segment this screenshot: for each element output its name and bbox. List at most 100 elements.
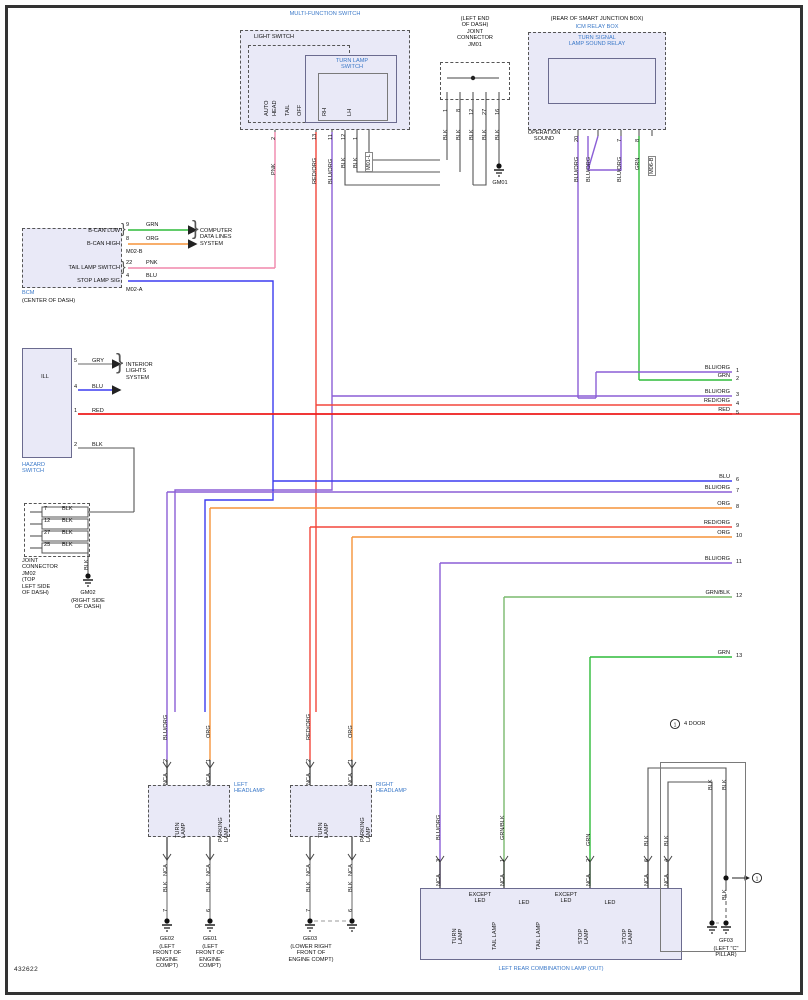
smart-junction-box-title: (REAR OF SMART JUNCTION BOX) <box>550 16 644 22</box>
mfs-pin-11-num: 11 <box>328 134 334 140</box>
left-parking-nca-bottom: NCA <box>206 864 212 876</box>
ground-ge02 <box>162 918 172 932</box>
hazard-wire-blk: BLK <box>92 442 103 448</box>
left-rear-combination-lamp-box <box>420 888 682 960</box>
right-parking-nca-bottom: NCA <box>348 864 354 876</box>
jm01-pin-27-color: BLK <box>482 129 488 140</box>
left-turn-pin-num: 2 <box>163 758 169 762</box>
edge-num-6: 6 <box>736 477 740 483</box>
multi-function-switch-title: MULTI-FUNCTION SWITCH <box>289 11 361 17</box>
edge-num-12: 12 <box>736 593 743 599</box>
turn-signal-relay-box <box>548 58 656 104</box>
hazard-pin-2-num: 2 <box>74 442 78 448</box>
jm01-pin-1-color: BLK <box>443 129 449 140</box>
bcm-wire-org: ORG <box>146 236 159 242</box>
bcm-pin-tail-label: TAIL LAMP SWITCH <box>68 265 121 271</box>
icm-pin-7-num: 7 <box>617 138 623 142</box>
edge-num-9: 9 <box>736 523 740 529</box>
bcm-pin-stop-label: STOP LAMP SIG <box>77 278 120 284</box>
edge-num-2: 2 <box>736 376 740 382</box>
rear-tail-lamp-label-2: TAIL LAMP <box>536 922 542 950</box>
bcm-pin-22-num: 22 <box>126 260 133 266</box>
left-parking-gnd-color: BLK <box>206 881 212 892</box>
bcm-pin-9-num: 9 <box>126 222 130 228</box>
gf03-dash-wire-color: BLK <box>722 889 728 900</box>
ground-ge01 <box>205 918 215 932</box>
left-rear-combination-lamp-title: LEFT REAR COMBINATION LAMP (OUT) <box>498 966 604 972</box>
mfs-pin-1-num: 1 <box>353 136 359 140</box>
bcm-label: BCM <box>22 290 35 296</box>
bcm-connector-m02b: M02-B <box>126 249 143 255</box>
left-turn-nca-top: NCA <box>163 773 169 785</box>
right-turn-wire-color: RED/ORG <box>306 713 312 740</box>
gf03-wire-color: BLK <box>722 779 728 790</box>
icm-connector-m06b: M06-B <box>648 155 657 176</box>
ground-gm01-label: GM01 <box>492 180 508 186</box>
hazard-pin-4-num: 4 <box>74 384 78 390</box>
rear-pin-3-nca: NCA <box>436 874 442 886</box>
mfs-pin-1-color: BLK <box>353 157 359 168</box>
ground-ge03-label: GE03 <box>302 936 318 942</box>
mfs-pin-13-num: 13 <box>312 133 318 140</box>
rear-pin-1-nca: NCA <box>500 874 506 886</box>
jm02-wire-12: BLK <box>62 518 73 524</box>
edge-color-3: BLU/ORG <box>704 389 730 395</box>
jm01-pin-8-num: 8 <box>456 108 462 112</box>
ground-gm02 <box>83 573 93 587</box>
right-turn-gnd-color: BLK <box>306 881 312 892</box>
jm01-pin-12-num: 12 <box>469 108 475 115</box>
mfs-pin-11-color: BLU/ORG <box>328 158 334 184</box>
jm02-wire-27: BLK <box>62 530 73 536</box>
bcm-wire-grn: GRN <box>146 222 159 228</box>
rear-pin-2-nca: NCA <box>586 874 592 886</box>
rear-tail-led-note: LED <box>518 900 530 906</box>
right-parking-nca-top: NCA <box>348 773 354 785</box>
right-parking-wire-color: ORG <box>348 725 354 738</box>
edge-num-13: 13 <box>736 653 743 659</box>
icm-relay-box <box>528 32 666 130</box>
bcm-pin-bcan-high-label: B-CAN HIGH <box>87 241 120 247</box>
light-switch-pos-off: OFF <box>297 104 303 116</box>
turn-lamp-switch-inner <box>318 73 388 121</box>
hazard-ill-label: ILL <box>41 374 49 380</box>
edge-color-11: BLU/ORG <box>704 556 730 562</box>
edge-color-9: RED/ORG <box>703 520 730 526</box>
rear-pin-3-num: 3 <box>436 858 442 862</box>
edge-color-1: BLU/ORG <box>704 365 730 371</box>
edge-color-4: RED/ORG <box>703 398 730 404</box>
ground-gm01 <box>494 163 504 177</box>
edge-num-1: 1 <box>736 368 740 374</box>
edge-color-12: GRN/BLK <box>705 590 730 596</box>
mfs-pin-12-num: 12 <box>341 133 347 140</box>
jm01-pin-12-color: BLK <box>469 129 475 140</box>
c-pillar-routing-box <box>660 762 746 952</box>
icm-pin-8-color: GRN <box>635 157 641 170</box>
bcm-pin-4-num: 4 <box>126 273 130 279</box>
jm02-pin-25-num: 25 <box>44 542 51 548</box>
left-turn-gnd-pin: 7 <box>163 908 169 912</box>
rear-tail-lamp-label-1: TAIL LAMP <box>492 922 498 950</box>
rear-stop-led-note: LED <box>604 900 616 906</box>
right-turn-pin-num: 2 <box>306 758 312 762</box>
edge-num-3: 3 <box>736 392 740 398</box>
ground-ge01-label: GE01 <box>202 936 218 942</box>
rear-pin-6-color: BLK <box>644 835 650 846</box>
edge-color-10: ORG <box>717 530 730 536</box>
left-turn-gnd-color: BLK <box>163 881 169 892</box>
hazard-pin-1-num: 1 <box>74 408 78 414</box>
svg-text:1: 1 <box>756 877 759 883</box>
rear-pin-1-color: GRN/BLK <box>500 815 506 840</box>
diagram-border <box>5 5 803 995</box>
